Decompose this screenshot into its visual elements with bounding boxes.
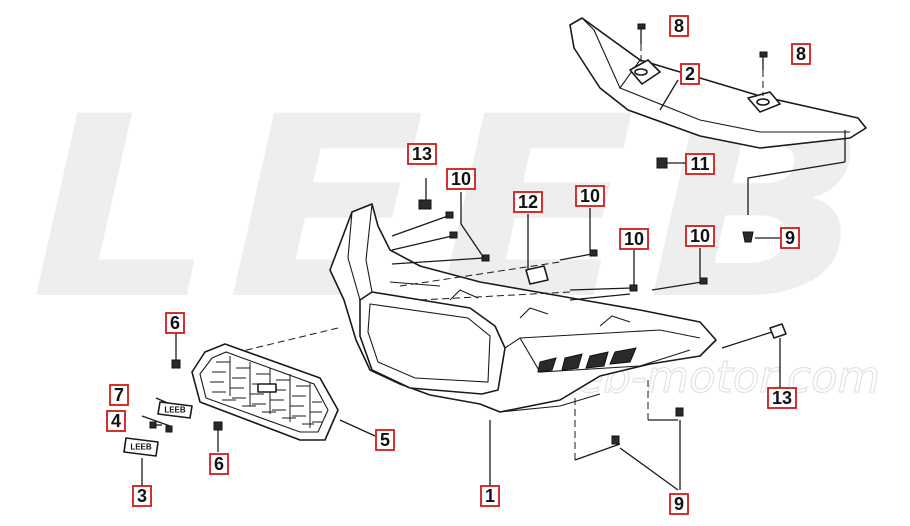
- screws-10: [391, 211, 708, 301]
- callout-1: 1: [480, 485, 500, 507]
- clip-9-top: [742, 231, 754, 243]
- callout-9-bottom: 9: [669, 493, 689, 515]
- emblem-7-text: LEEB: [164, 406, 186, 415]
- svg-text:10: 10: [624, 229, 644, 249]
- front-bumper-part: [329, 203, 717, 413]
- svg-text:1: 1: [485, 486, 495, 506]
- callout-6-bottom: 6: [209, 453, 229, 475]
- callout-2: 2: [680, 63, 700, 85]
- callout-10-a: 10: [446, 168, 476, 190]
- callouts: 1 2 3 4 5 6 6 7 8 8 9 9 10 10 10 10 11 1…: [106, 15, 811, 515]
- callout-5: 5: [375, 429, 395, 451]
- screw-10-d: [651, 277, 708, 291]
- svg-text:6: 6: [170, 313, 180, 333]
- svg-text:9: 9: [785, 228, 795, 248]
- callout-13-top: 13: [407, 143, 437, 165]
- svg-text:3: 3: [137, 486, 147, 506]
- svg-text:13: 13: [772, 388, 792, 408]
- svg-text:10: 10: [451, 169, 471, 189]
- svg-text:4: 4: [111, 411, 121, 431]
- callout-10-c: 10: [619, 228, 649, 250]
- nuts-4-part: [149, 421, 173, 433]
- svg-text:9: 9: [674, 494, 684, 514]
- callout-3: 3: [132, 485, 152, 507]
- leader-lines: [141, 79, 787, 491]
- upper-cover-part: [569, 17, 867, 215]
- callout-8-left: 8: [669, 15, 689, 37]
- callout-10-b: 10: [575, 185, 605, 207]
- emblem-7-part: LEEB: [157, 401, 193, 419]
- svg-text:6: 6: [214, 454, 224, 474]
- callout-4: 4: [106, 410, 126, 432]
- callout-13-right: 13: [767, 387, 797, 409]
- screw-10-a: [391, 211, 490, 265]
- svg-text:11: 11: [690, 154, 709, 174]
- emblem-3-part: LEEB: [123, 437, 159, 457]
- svg-text:10: 10: [690, 226, 710, 246]
- callout-11: 11: [685, 153, 715, 175]
- callout-9-top: 9: [780, 227, 800, 249]
- bolt-8-left: [637, 23, 646, 66]
- svg-text:5: 5: [380, 430, 390, 450]
- grille-part: [191, 343, 339, 441]
- callout-6-top: 6: [165, 312, 185, 334]
- callout-8-right: 8: [791, 43, 811, 65]
- screw-10-c: [569, 284, 638, 301]
- callout-7: 7: [109, 384, 129, 406]
- callout-10-d: 10: [685, 225, 715, 247]
- svg-text:2: 2: [685, 64, 695, 84]
- svg-text:8: 8: [796, 44, 806, 64]
- svg-text:10: 10: [580, 186, 600, 206]
- bolt-8-right: [759, 51, 768, 96]
- screw-10-b: [559, 249, 598, 261]
- emblem-3-text: LEEB: [130, 443, 152, 452]
- callout-12: 12: [513, 191, 543, 213]
- svg-text:8: 8: [674, 16, 684, 36]
- svg-text:7: 7: [114, 385, 124, 405]
- svg-text:12: 12: [518, 192, 538, 212]
- svg-text:13: 13: [412, 144, 432, 164]
